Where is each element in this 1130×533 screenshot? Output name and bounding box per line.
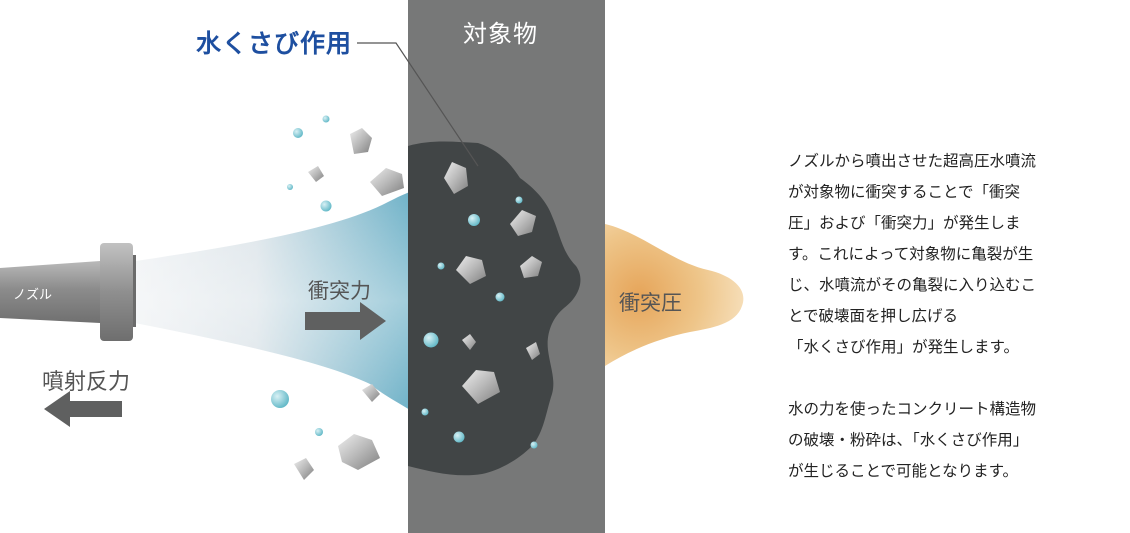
water-droplet: [495, 292, 505, 302]
water-droplet: [271, 390, 289, 408]
water-wedge-title: 水くさび作用: [196, 29, 353, 58]
water-droplet: [515, 196, 523, 204]
description-paragraph: 水の力を使ったコンクリート構造物 の破壊・粉砕は、「水くさび作用」 が生じること…: [788, 394, 1088, 487]
water-droplet: [287, 184, 293, 190]
impact-force-label: 衝突力: [308, 279, 371, 303]
impact-pressure-label: 衝突圧: [619, 291, 682, 315]
water-droplet: [453, 431, 465, 443]
water-droplet: [293, 128, 303, 138]
rock-fragment: [456, 256, 486, 284]
nozzle: [0, 243, 136, 341]
target-object-label: 対象物: [463, 20, 538, 48]
impact-pressure-area: [605, 224, 744, 366]
rock-fragment: [338, 434, 380, 470]
water-droplet: [315, 428, 323, 436]
water-droplet: [437, 262, 445, 270]
description-line: 圧」および「衝突力」が発生しま: [788, 214, 1021, 232]
rock-fragment: [520, 256, 542, 278]
description-line: 水の力を使ったコンクリート構造物: [788, 400, 1037, 418]
water-droplet: [322, 115, 330, 123]
description-line: とで破壊面を押し広げる: [788, 307, 959, 325]
rock-fragment: [370, 168, 404, 196]
nozzle-label: ノズル: [13, 288, 53, 303]
rock-fragment: [462, 334, 476, 350]
description-text: ノズルから噴出させた超高圧水噴流 が対象物に衝突することで「衝突 圧」および「衝…: [788, 146, 1088, 487]
water-droplets: [271, 115, 538, 449]
description-line: す。これによって対象物に亀裂が生: [788, 245, 1034, 263]
rock-fragment: [444, 162, 468, 194]
description-line: じ、水噴流がその亀裂に入り込むこ: [788, 276, 1037, 294]
rock-fragment: [362, 384, 380, 402]
rock-fragment: [308, 166, 324, 182]
description-line: の破壊・粉砕は、「水くさび作用」: [788, 431, 1029, 449]
jet-reaction-label: 噴射反力: [42, 370, 131, 395]
water-droplet: [421, 408, 429, 416]
description-line: が生じることで可能となります。: [788, 462, 1019, 480]
water-droplet: [530, 441, 538, 449]
description-line: が対象物に衝突することで「衝突: [788, 183, 1021, 201]
description-line: ノズルから噴出させた超高圧水噴流: [788, 152, 1037, 170]
water-droplet: [320, 200, 332, 212]
water-droplet: [423, 332, 439, 348]
description-paragraph: ノズルから噴出させた超高圧水噴流 が対象物に衝突することで「衝突 圧」および「衝…: [788, 146, 1088, 363]
rock-fragment: [294, 458, 314, 480]
rock-fragments: [294, 128, 542, 480]
impact-force-arrow: [305, 302, 386, 340]
water-droplet: [468, 214, 480, 226]
description-line: 「水くさび作用」が発生します。: [788, 338, 1019, 356]
rock-fragment: [526, 342, 540, 360]
rock-fragment: [510, 210, 536, 236]
jet-reaction-arrow: [44, 391, 122, 427]
title-leader-line: [357, 42, 479, 167]
rock-fragment: [350, 128, 372, 154]
crack-zone: [408, 141, 581, 476]
rock-fragment: [462, 370, 500, 404]
